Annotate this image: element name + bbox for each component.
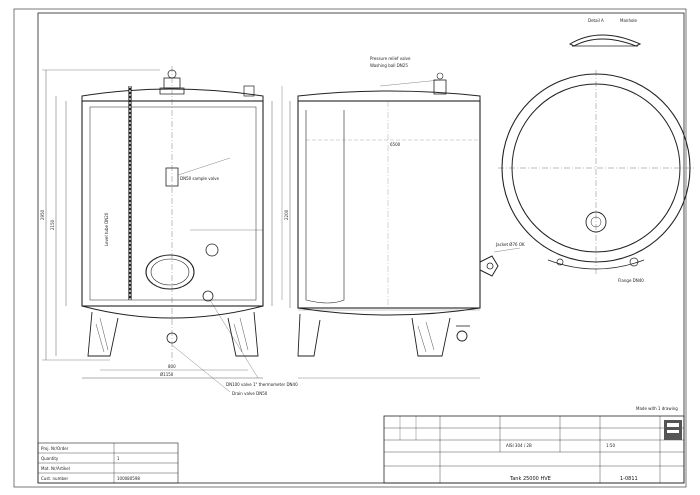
info-value-3: 100080598	[117, 476, 140, 481]
title-designation: Tank 25000 HVE	[509, 476, 551, 482]
info-label-1: Quantity	[41, 456, 59, 461]
left-info-table: Proj. Nr/Order Quantity 1 Mat. Nr/Artike…	[37, 442, 179, 484]
title-material: AISI 304 / 2B	[506, 443, 532, 448]
front-note-sample: DN50 sample valve	[180, 176, 220, 181]
side-view: Pressure relief valve Washing ball DN25 …	[284, 56, 525, 379]
front-note-level: Level tube DN20	[104, 212, 109, 246]
front-dim-diameter: Ø1150	[160, 372, 174, 377]
info-label-0: Proj. Nr/Order	[41, 446, 69, 451]
info-label-2: Mat. Nr/Artikel	[41, 466, 70, 471]
top-note-manhole: Manhole	[620, 18, 638, 23]
front-note-drain: Drain valve DN50	[232, 391, 268, 396]
side-dim-length: 6500	[390, 142, 401, 147]
sheet-note: Made with 1 drawing	[636, 406, 678, 411]
title-scale: 1:50	[606, 443, 615, 448]
frame-border	[37, 12, 685, 484]
top-view: Detail A Manhole Flange DN40	[498, 18, 694, 283]
title-block: AISI 304 / 2B 1:50 Tank 25000 HVE 1-0811	[383, 415, 685, 484]
front-dim-overall: 2950	[40, 209, 45, 220]
info-label-3: Cust. number	[41, 476, 68, 481]
title-drawing-no: 1-0811	[620, 476, 638, 482]
sheet-border	[13, 8, 687, 488]
info-value-1: 1	[117, 456, 120, 461]
front-view: 2950 2150 Ø1150 800 Level tube DN20 DN50…	[40, 66, 298, 396]
front-note-thermo: DN100 valve 1" thermometer DN40	[226, 382, 298, 387]
front-dim-body: 2150	[50, 219, 55, 230]
detail-a-label: Detail A	[588, 18, 604, 23]
side-note-washball: Washing ball DN25	[370, 63, 408, 68]
front-dim-legs: 800	[168, 364, 176, 369]
side-dim-height: 2200	[284, 209, 289, 220]
side-note-jacket: Jacket Ø76 OK	[495, 242, 525, 247]
side-note-relief: Pressure relief valve	[370, 56, 411, 61]
top-note-flange: Flange DN40	[618, 278, 644, 283]
